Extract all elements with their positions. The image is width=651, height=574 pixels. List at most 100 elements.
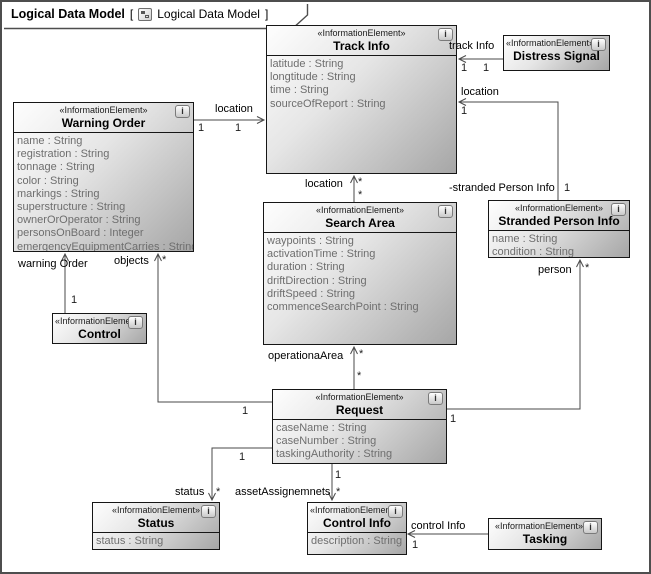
class-name: Status xyxy=(137,516,175,530)
association-request-stranded-person-info[interactable] xyxy=(447,258,584,410)
multiplicity: 1 xyxy=(483,62,490,74)
diagram-icon xyxy=(138,7,153,21)
multiplicity: 1 xyxy=(242,405,249,417)
class-header: «InformationElement» Status i xyxy=(93,503,219,532)
multiplicity: * xyxy=(359,348,364,360)
role-label-control-info: control Info xyxy=(411,520,466,532)
bracket-open: [ xyxy=(129,7,134,21)
attribute: caseNumber : String xyxy=(276,435,377,448)
attribute: caseName : String xyxy=(276,422,367,434)
class-name: Tasking xyxy=(522,532,568,546)
attribute: driftDirection : String xyxy=(267,274,367,287)
bracket-close: ] xyxy=(264,7,269,21)
role-label-stranded-person-info: -stranded Person Info xyxy=(449,182,555,194)
attributes-compartment: caseName : String caseNumber : String ta… xyxy=(273,419,446,463)
multiplicity: 1 xyxy=(239,451,246,463)
diagram-title: Logical Data Model xyxy=(11,7,125,21)
multiplicity: * xyxy=(216,486,221,498)
info-icon[interactable]: i xyxy=(438,28,453,41)
class-request[interactable]: «InformationElement» Request i caseName … xyxy=(272,389,447,464)
attribute: taskingAuthority : String xyxy=(276,448,393,461)
attributes-compartment: status : String xyxy=(93,532,219,549)
class-header: «InformationElement» Control i xyxy=(53,314,146,343)
stereotype-label: «InformationElement» xyxy=(315,205,405,215)
info-icon[interactable]: i xyxy=(201,505,216,518)
frame-tab-border xyxy=(4,4,309,30)
multiplicity: * xyxy=(336,486,341,498)
multiplicity: 1 xyxy=(335,469,342,481)
association-request-warning-order[interactable] xyxy=(154,252,272,403)
class-name: Control xyxy=(78,327,121,341)
multiplicity: 1 xyxy=(235,122,242,134)
attribute: personsOnBoard : Integer xyxy=(17,227,144,240)
class-stranded-person-info[interactable]: «InformationElement» Stranded Person Inf… xyxy=(488,200,630,258)
attribute: tonnage : String xyxy=(17,161,95,174)
attributes-compartment: latitude : String longtitude : String ti… xyxy=(267,55,456,173)
attributes-compartment: description : String xyxy=(308,532,406,554)
class-name: Track Info xyxy=(333,39,390,53)
info-icon[interactable]: i xyxy=(388,505,403,518)
role-label-warning-order: warning Order xyxy=(18,258,88,270)
class-name: Stranded Person Info xyxy=(498,214,620,228)
role-label-person: person xyxy=(538,264,572,276)
attribute: description : String xyxy=(311,535,403,547)
info-icon[interactable]: i xyxy=(591,38,606,51)
association-request-status[interactable] xyxy=(208,447,272,502)
role-label-objects: objects xyxy=(114,255,149,267)
stereotype-label: «InformationElement» xyxy=(315,392,404,402)
attribute: ownerOrOperator : String xyxy=(17,214,141,227)
multiplicity: 1 xyxy=(71,294,78,306)
attributes-compartment: name : String condition : String xyxy=(489,230,629,257)
attribute: commenceSearchPoint : String xyxy=(267,301,419,314)
multiplicity: * xyxy=(358,176,363,188)
attribute: time : String xyxy=(270,84,329,97)
attribute: driftSpeed : String xyxy=(267,287,356,300)
class-header: «InformationElement» Warning Order i xyxy=(14,103,193,132)
class-status[interactable]: «InformationElement» Status i status : S… xyxy=(92,502,220,550)
class-warning-order[interactable]: «InformationElement» Warning Order i nam… xyxy=(13,102,194,252)
class-name: Request xyxy=(335,403,384,417)
info-icon[interactable]: i xyxy=(128,316,143,329)
attribute: name : String xyxy=(17,135,83,147)
class-header: «InformationElement» Track Info i xyxy=(267,26,456,55)
attributes-compartment: waypoints : String activationTime : Stri… xyxy=(264,232,456,344)
role-label-location-wo: location xyxy=(215,103,253,115)
diagram-ref-name: Logical Data Model xyxy=(157,7,260,21)
class-tasking[interactable]: «InformationElement» Tasking i xyxy=(488,518,602,550)
attribute: longtitude : String xyxy=(270,71,356,84)
class-distress-signal[interactable]: «InformationElement» Distress Signal i xyxy=(503,35,610,71)
stereotype-label: «InformationElement» xyxy=(55,316,144,326)
info-icon[interactable]: i xyxy=(438,205,453,218)
info-icon[interactable]: i xyxy=(175,105,190,118)
stereotype-label: «InformationElement» xyxy=(111,505,201,515)
class-control[interactable]: «InformationElement» Control i xyxy=(52,313,147,344)
attribute: color : String xyxy=(17,174,79,187)
info-icon[interactable]: i xyxy=(611,203,626,216)
multiplicity: * xyxy=(358,189,363,201)
multiplicity: 1 xyxy=(450,413,457,425)
frame-title: Logical Data Model [ Logical Data Model … xyxy=(11,7,268,21)
class-header: «InformationElement» Tasking i xyxy=(489,519,601,548)
association-stranded-person-info-track-info[interactable] xyxy=(457,98,559,200)
multiplicity: * xyxy=(357,370,362,382)
class-track-info[interactable]: «InformationElement» Track Info i latitu… xyxy=(266,25,457,174)
role-label-track-info: track Info xyxy=(449,40,495,52)
attribute: status : String xyxy=(96,535,164,547)
multiplicity: 1 xyxy=(461,62,468,74)
class-control-info[interactable]: «InformationElement» Control Info i desc… xyxy=(307,502,407,555)
attribute: name : String xyxy=(492,233,558,245)
stereotype-label: «InformationElement» xyxy=(506,38,595,48)
attribute: superstructure : String xyxy=(17,201,126,214)
attributes-compartment: name : String registration : String tonn… xyxy=(14,132,193,251)
info-icon[interactable]: i xyxy=(583,521,598,534)
attribute: waypoints : String xyxy=(267,235,354,247)
class-name: Distress Signal xyxy=(513,49,600,63)
stereotype-label: «InformationElement» xyxy=(310,505,399,515)
class-name: Warning Order xyxy=(61,116,146,130)
class-search-area[interactable]: «InformationElement» Search Area i waypo… xyxy=(263,202,457,345)
attribute: condition : String xyxy=(492,246,574,257)
stereotype-label: «InformationElement» xyxy=(494,521,584,531)
info-icon[interactable]: i xyxy=(428,392,443,405)
